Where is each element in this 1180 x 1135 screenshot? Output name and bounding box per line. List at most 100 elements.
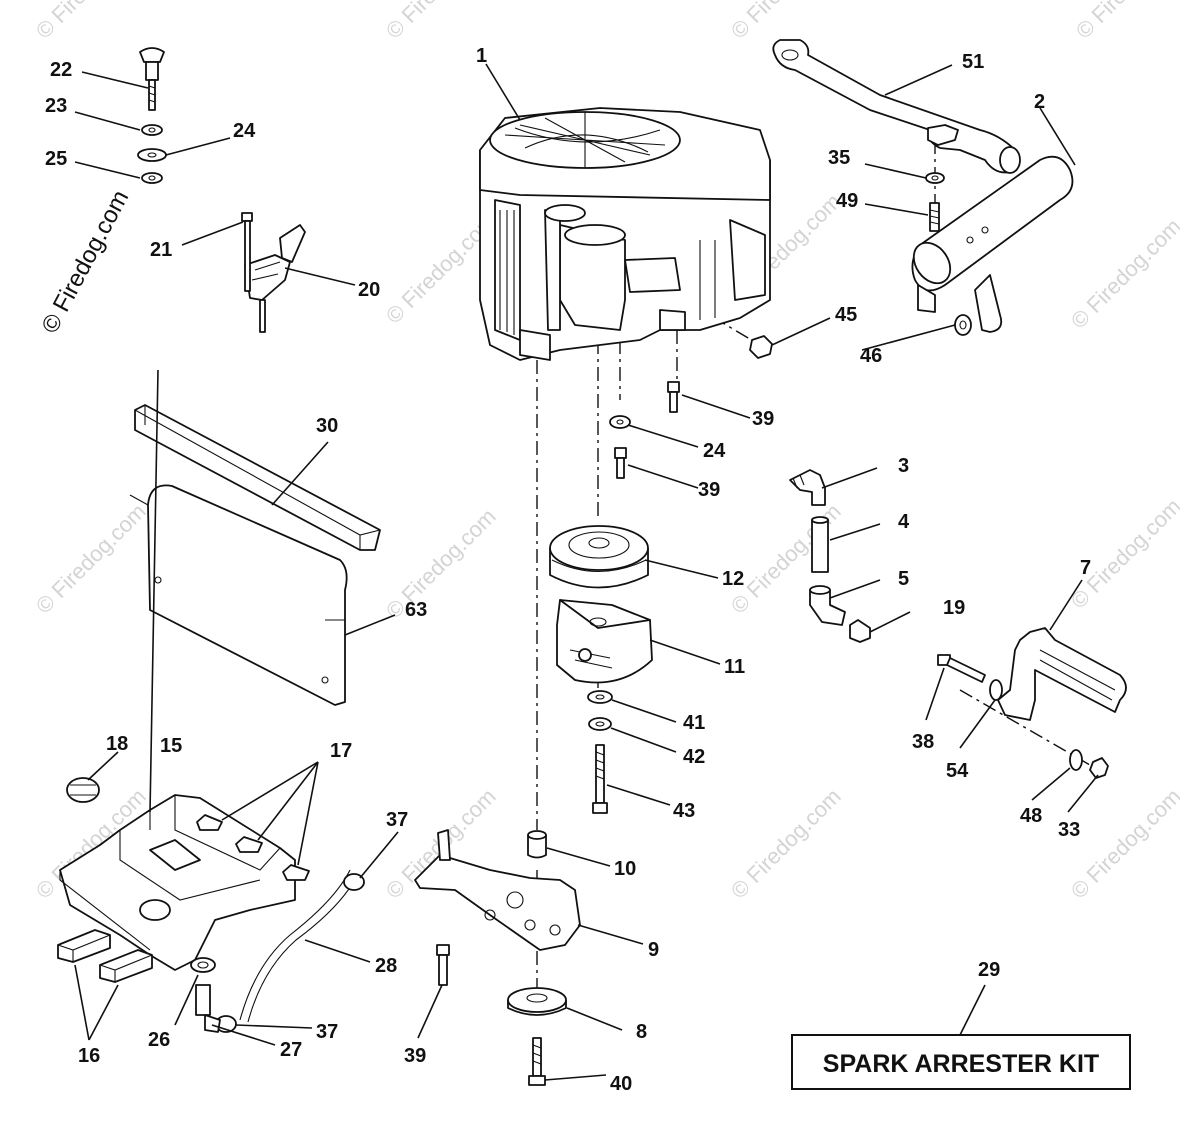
callout-numbers: 1 2 3 4 5 7 8 9 10 11 12 15 16 17 18 19 …	[45, 45, 1091, 1095]
callout-25: 25	[45, 148, 67, 170]
bolt-39-lower	[436, 944, 450, 986]
pad-16-b	[99, 949, 153, 983]
callout-2: 2	[1034, 91, 1045, 113]
callout-41: 41	[683, 712, 705, 734]
callout-33: 33	[1058, 819, 1080, 841]
bolt-43	[592, 744, 608, 814]
callout-1: 1	[476, 45, 487, 67]
pulley-part	[549, 525, 649, 589]
callout-9: 9	[648, 939, 659, 961]
washer-23	[141, 124, 163, 136]
knob-22	[139, 47, 165, 111]
callout-39: 39	[404, 1045, 426, 1067]
watermark: © Firedog.com	[381, 0, 501, 44]
callout-51: 51	[962, 51, 984, 73]
callout-30: 30	[316, 415, 338, 437]
watermark: © Firedog.com	[381, 504, 501, 624]
callout-49: 49	[836, 190, 858, 212]
pad-16-a	[57, 929, 111, 963]
nut-33	[1089, 757, 1109, 779]
nut-25	[141, 172, 163, 184]
callout-16: 16	[78, 1045, 100, 1067]
clamp-37-upper	[343, 873, 365, 891]
copyright-text: © Firedog.com	[36, 186, 134, 338]
washer-48	[1069, 749, 1083, 771]
watermark: © Firedog.com	[1071, 0, 1180, 44]
callout-27: 27	[280, 1039, 302, 1061]
fuel-line-28	[239, 869, 359, 1023]
baffle-63	[129, 484, 348, 706]
callout-4: 4	[898, 511, 910, 533]
fuel-cap-18	[66, 777, 100, 803]
valve-27	[195, 984, 221, 1033]
callout-21: 21	[150, 239, 172, 261]
callout-8: 8	[636, 1021, 647, 1043]
spacer-10	[527, 830, 547, 859]
bracket-9	[414, 829, 581, 951]
bolt-39-mid	[614, 447, 627, 479]
callout-7: 7	[1080, 557, 1091, 579]
elbow-fitting-3	[789, 469, 826, 506]
callout-3: 3	[898, 455, 909, 477]
watermark: © Firedog.com	[1066, 784, 1180, 904]
bolt-40	[528, 1037, 546, 1086]
plug-19	[849, 619, 871, 643]
callout-54: 54	[946, 760, 969, 782]
callout-39: 39	[698, 479, 720, 501]
callout-23: 23	[45, 95, 67, 117]
bolt-39-upper	[667, 381, 680, 413]
callout-10: 10	[614, 858, 636, 880]
pad-17-c	[282, 864, 310, 881]
callout-38: 38	[912, 731, 934, 753]
callout-20: 20	[358, 279, 380, 301]
pad-17-a	[196, 814, 223, 831]
callout-17: 17	[330, 740, 352, 762]
throttle-control-20	[244, 224, 306, 333]
callout-24: 24	[233, 120, 256, 142]
callout-45: 45	[835, 304, 857, 326]
callout-63: 63	[405, 599, 427, 621]
bracket-7	[997, 627, 1127, 721]
callout-5: 5	[898, 568, 909, 590]
washer-46	[954, 314, 972, 336]
callout-19: 19	[943, 597, 965, 619]
spark-arrester-kit-label: SPARK ARRESTER KIT	[823, 1050, 1099, 1078]
watermark: © Firedog.com	[726, 784, 846, 904]
leader-lines	[74, 63, 1099, 1081]
callout-37: 37	[386, 809, 408, 831]
fuel-tank-15	[59, 794, 296, 971]
washer-41	[587, 690, 613, 704]
callout-46: 46	[860, 345, 882, 367]
elbow-5	[809, 585, 846, 626]
exhaust-pipe-part	[772, 39, 1021, 174]
screw-21	[241, 212, 253, 292]
idler-8	[507, 987, 567, 1016]
bolt-38	[937, 654, 986, 683]
callout-29: 29	[978, 959, 1000, 981]
callout-11: 11	[724, 656, 745, 678]
callout-40: 40	[610, 1073, 632, 1095]
clutch-part	[556, 599, 653, 684]
washer-24-mid	[609, 415, 631, 429]
callout-43: 43	[673, 800, 695, 822]
callout-18: 18	[106, 733, 128, 755]
nut-45	[749, 335, 773, 359]
callout-15: 15	[160, 735, 182, 757]
callout-22: 22	[50, 59, 72, 81]
callout-28: 28	[375, 955, 397, 977]
washer-42	[588, 717, 612, 731]
foam-seal-30	[134, 404, 381, 551]
callout-12: 12	[722, 568, 744, 590]
callout-26: 26	[148, 1029, 170, 1051]
pad-17-b	[235, 836, 263, 853]
callout-35: 35	[828, 147, 850, 169]
watermark: © Firedog.com	[31, 0, 151, 44]
watermark: © Firedog.com	[31, 499, 151, 619]
watermark: © Firedog.com	[1066, 494, 1180, 614]
washer-54	[989, 679, 1003, 701]
callout-24: 24	[703, 440, 726, 462]
spark-arrester-kit-box	[791, 1034, 1131, 1090]
watermark: © Firedog.com	[1066, 214, 1180, 334]
callout-48: 48	[1020, 805, 1042, 827]
